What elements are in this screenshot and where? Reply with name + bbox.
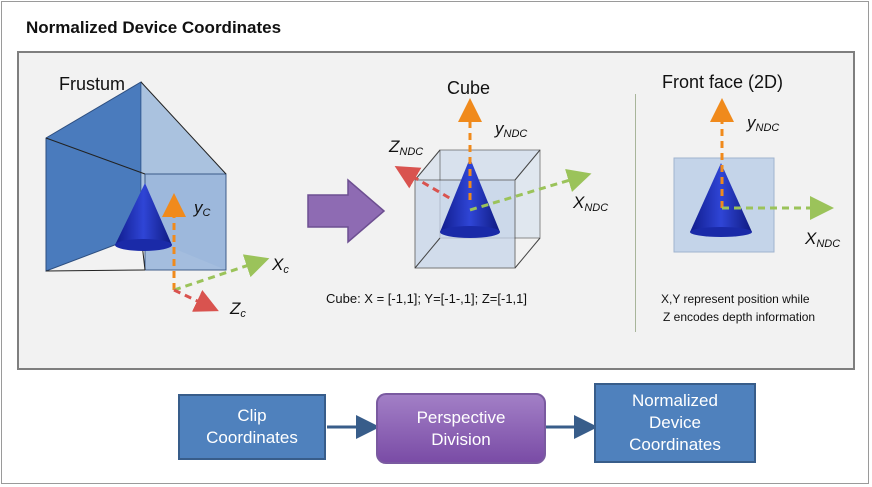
persp-line-1: Perspective bbox=[416, 407, 506, 427]
ndc-line-1: Normalized bbox=[632, 391, 718, 410]
clip-line-2: Coordinates bbox=[206, 428, 298, 447]
frustum-x-label: Xc bbox=[272, 255, 289, 276]
cube-y-label: yNDC bbox=[495, 119, 528, 140]
ndc-line-3: Coordinates bbox=[629, 435, 721, 454]
cube-x-label: XNDC bbox=[573, 193, 609, 214]
section-divider bbox=[635, 94, 636, 332]
front-face-x-label: XNDC bbox=[805, 229, 841, 250]
front-face-y-label: yNDC bbox=[747, 113, 780, 134]
persp-line-2: Division bbox=[431, 429, 491, 449]
transform-arrow bbox=[307, 178, 386, 244]
frustum-z-label: Zc bbox=[230, 299, 246, 320]
front-face-label: Front face (2D) bbox=[662, 72, 784, 92]
cube-label: Cube bbox=[447, 78, 491, 98]
frustum-label: Frustum bbox=[59, 74, 126, 94]
front-face-note-line1: X,Y represent position while bbox=[661, 292, 810, 306]
cube-z-label: ZNDC bbox=[389, 137, 424, 158]
frustum-y-label: yC bbox=[194, 198, 211, 219]
figure-title: Normalized Device Coordinates bbox=[26, 18, 282, 37]
frustum-cone bbox=[115, 183, 172, 251]
front-face-cone bbox=[690, 163, 752, 237]
frustum-x-axis bbox=[173, 254, 270, 292]
frustum-z-axis bbox=[173, 288, 219, 312]
clip-line-1: Clip bbox=[237, 406, 267, 425]
front-face-note-line2: Z encodes depth information bbox=[663, 310, 816, 324]
ndc-line-2: Device bbox=[649, 413, 701, 432]
cube-range-note: Cube: X = [-1,1]; Y=[-1-,1]; Z=[-1,1] bbox=[326, 291, 527, 306]
